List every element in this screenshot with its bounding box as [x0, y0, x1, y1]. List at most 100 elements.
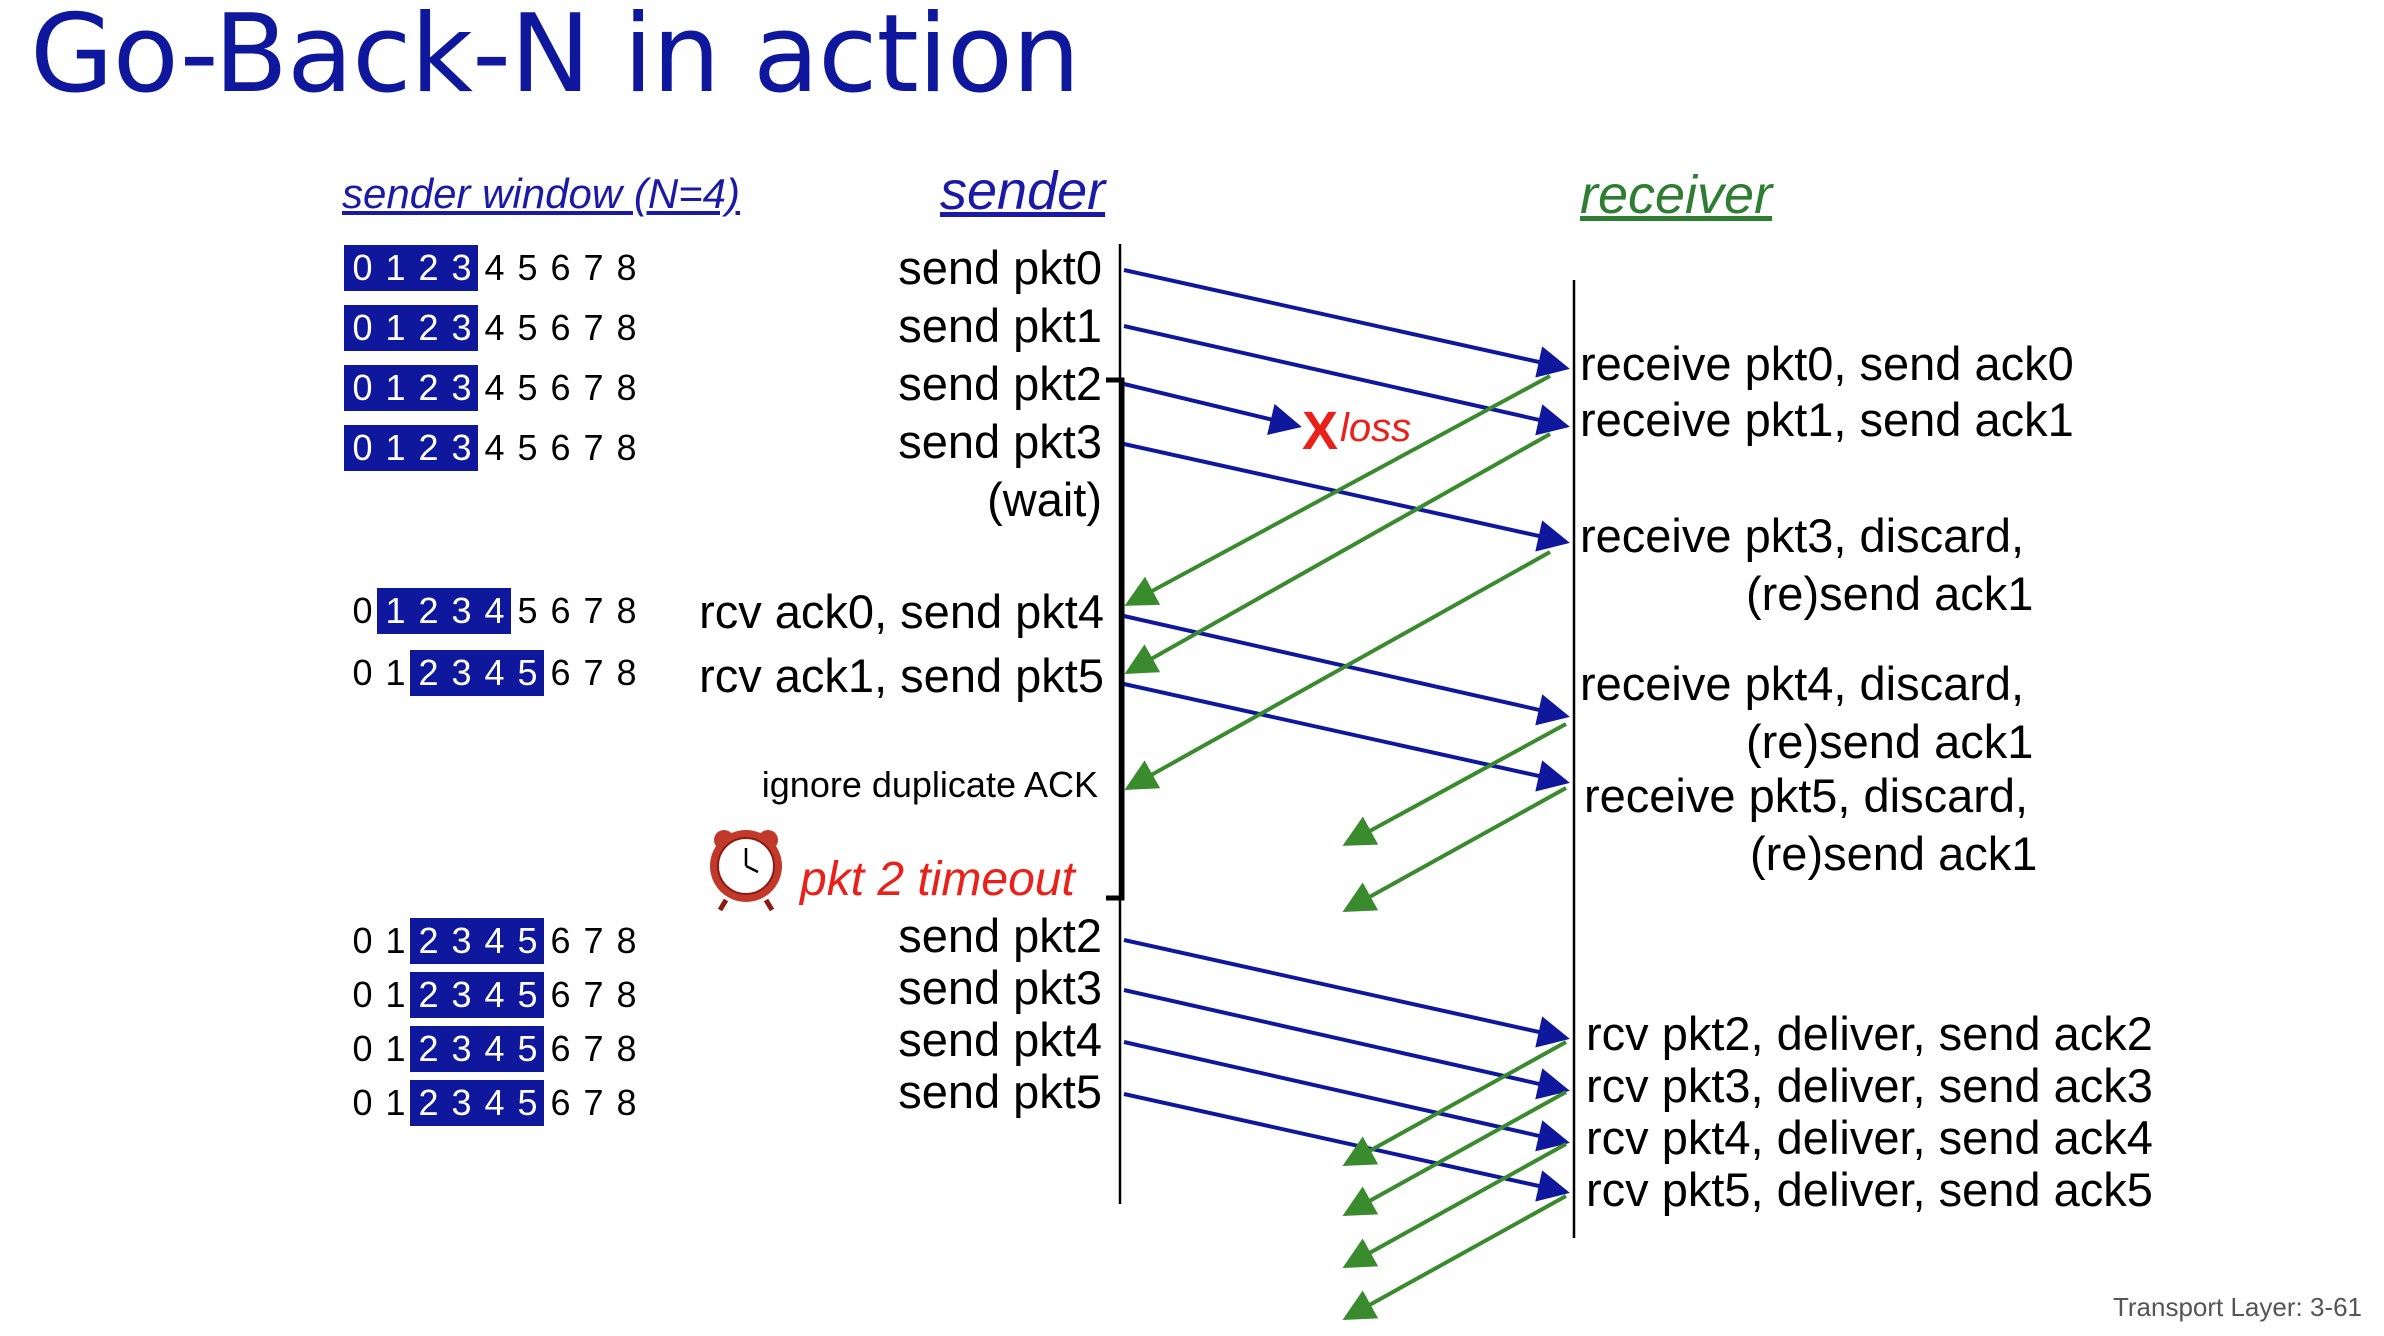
window-seq-number: 0: [352, 367, 373, 408]
window-seq-number: 7: [583, 1082, 604, 1123]
window-seq-number: 0: [352, 974, 373, 1015]
window-seq-number: 1: [385, 920, 406, 961]
window-seq-number: 4: [484, 1082, 505, 1123]
window-seq-number: 4: [484, 367, 505, 408]
window-seq-number: 2: [418, 920, 439, 961]
slide-title: Go-Back-N in action: [30, 0, 1080, 117]
ack-arrow-ack4: [1342, 1142, 1567, 1268]
ack-arrow-ack3: [1342, 1090, 1567, 1216]
window-seq-number: 1: [385, 590, 406, 631]
window-seq-number: 2: [418, 1082, 439, 1123]
window-seq-number: 4: [484, 1028, 505, 1069]
receiver-event-pkt5: receive pkt5, discard,: [1584, 769, 2029, 822]
window-seq-number: 0: [352, 652, 373, 693]
sender-window-header: sender window (N=4): [342, 170, 741, 217]
window-seq-number: 3: [451, 652, 472, 693]
window-seq-number: 0: [352, 247, 373, 288]
window-seq-number: 1: [385, 427, 406, 468]
alarm-clock-icon: [710, 830, 782, 912]
ack-arrow-dup-ack1-c: [1342, 786, 1567, 912]
window-seq-number: 7: [583, 920, 604, 961]
window-seq-number: 0: [352, 1028, 373, 1069]
sender-event-resend-pkt3: send pkt3: [898, 961, 1102, 1014]
sender-event-resend-pkt4: send pkt4: [898, 1013, 1102, 1066]
receiver-event-pkt4: receive pkt4, discard,: [1580, 657, 2025, 710]
window-seq-number: 4: [484, 247, 505, 288]
sender-event-wait: (wait): [987, 473, 1102, 526]
window-highlight: [377, 588, 511, 634]
window-seq-number: 8: [616, 974, 637, 1015]
receiver-event-pkt4-resend: (re)send ack1: [1746, 715, 2034, 768]
receiver-event-pkt3: receive pkt3, discard,: [1580, 509, 2025, 562]
receiver-event-deliver-pkt3: rcv pkt3, deliver, send ack3: [1586, 1059, 2153, 1112]
window-seq-number: 5: [517, 367, 538, 408]
window-seq-number: 7: [583, 974, 604, 1015]
window-seq-number: 2: [418, 652, 439, 693]
window-seq-number: 2: [418, 974, 439, 1015]
window-highlight: [344, 365, 478, 411]
window-seq-number: 2: [418, 427, 439, 468]
window-seq-number: 8: [616, 1028, 637, 1069]
window-seq-number: 3: [451, 1028, 472, 1069]
packet-arrow-pkt3: [1123, 442, 1570, 552]
window-seq-number: 8: [616, 367, 637, 408]
sender-event-resend-pkt2: send pkt2: [898, 909, 1102, 962]
ack-arrow-ack5: [1342, 1194, 1567, 1320]
receiver-event-pkt0: receive pkt0, send ack0: [1580, 337, 2074, 390]
sender-event-send-pkt0: send pkt0: [898, 241, 1102, 294]
window-seq-number: 8: [616, 307, 637, 348]
packet-arrow-pkt5: [1123, 682, 1570, 792]
window-seq-number: 3: [451, 920, 472, 961]
ack-arrow-dup-ack1-a: [1124, 550, 1551, 790]
window-seq-number: 8: [616, 652, 637, 693]
window-highlight: [410, 918, 544, 964]
window-highlight: [344, 305, 478, 351]
window-seq-number: 2: [418, 247, 439, 288]
window-highlight: [344, 425, 478, 471]
window-seq-number: 7: [583, 590, 604, 631]
window-seq-number: 4: [484, 590, 505, 631]
window-seq-number: 7: [583, 427, 604, 468]
ack-arrow-ack1: [1124, 432, 1551, 674]
window-seq-number: 1: [385, 307, 406, 348]
receiver-event-pkt5-resend: (re)send ack1: [1750, 827, 2038, 880]
packet-arrow-resend-pkt2: [1123, 938, 1570, 1048]
window-seq-number: 2: [418, 1028, 439, 1069]
window-seq-number: 5: [517, 652, 538, 693]
window-seq-number: 5: [517, 1028, 538, 1069]
ack-arrow-ack2: [1342, 1040, 1567, 1166]
window-seq-number: 3: [451, 1082, 472, 1123]
window-seq-number: 7: [583, 652, 604, 693]
window-seq-number: 7: [583, 1028, 604, 1069]
window-seq-number: 0: [352, 590, 373, 631]
window-seq-number: 5: [517, 247, 538, 288]
window-seq-number: 6: [550, 247, 571, 288]
window-seq-number: 4: [484, 652, 505, 693]
window-seq-number: 1: [385, 974, 406, 1015]
window-seq-number: 3: [451, 367, 472, 408]
window-seq-number: 6: [550, 1082, 571, 1123]
window-seq-number: 5: [517, 307, 538, 348]
window-seq-number: 3: [451, 427, 472, 468]
window-seq-number: 3: [451, 247, 472, 288]
receiver-event-deliver-pkt4: rcv pkt4, deliver, send ack4: [1586, 1111, 2153, 1164]
receiver-event-deliver-pkt5: rcv pkt5, deliver, send ack5: [1586, 1163, 2153, 1216]
window-seq-number: 7: [583, 367, 604, 408]
window-highlight: [410, 1026, 544, 1072]
window-seq-number: 1: [385, 1082, 406, 1123]
window-seq-number: 0: [352, 427, 373, 468]
ack-arrow-dup-ack1-b: [1342, 722, 1567, 846]
window-highlight: [410, 650, 544, 696]
window-seq-number: 8: [616, 920, 637, 961]
window-seq-number: 4: [484, 427, 505, 468]
window-seq-number: 6: [550, 307, 571, 348]
slide-footer: Transport Layer: 3-61: [2112, 1292, 2362, 1322]
sender-event-send-pkt1: send pkt1: [898, 299, 1102, 352]
sender-event-ignore-duplicate-ack: ignore duplicate ACK: [761, 764, 1098, 805]
window-seq-number: 0: [352, 920, 373, 961]
window-seq-number: 6: [550, 920, 571, 961]
window-seq-number: 2: [418, 367, 439, 408]
window-seq-number: 6: [550, 652, 571, 693]
receiver-event-deliver-pkt2: rcv pkt2, deliver, send ack2: [1586, 1007, 2153, 1060]
